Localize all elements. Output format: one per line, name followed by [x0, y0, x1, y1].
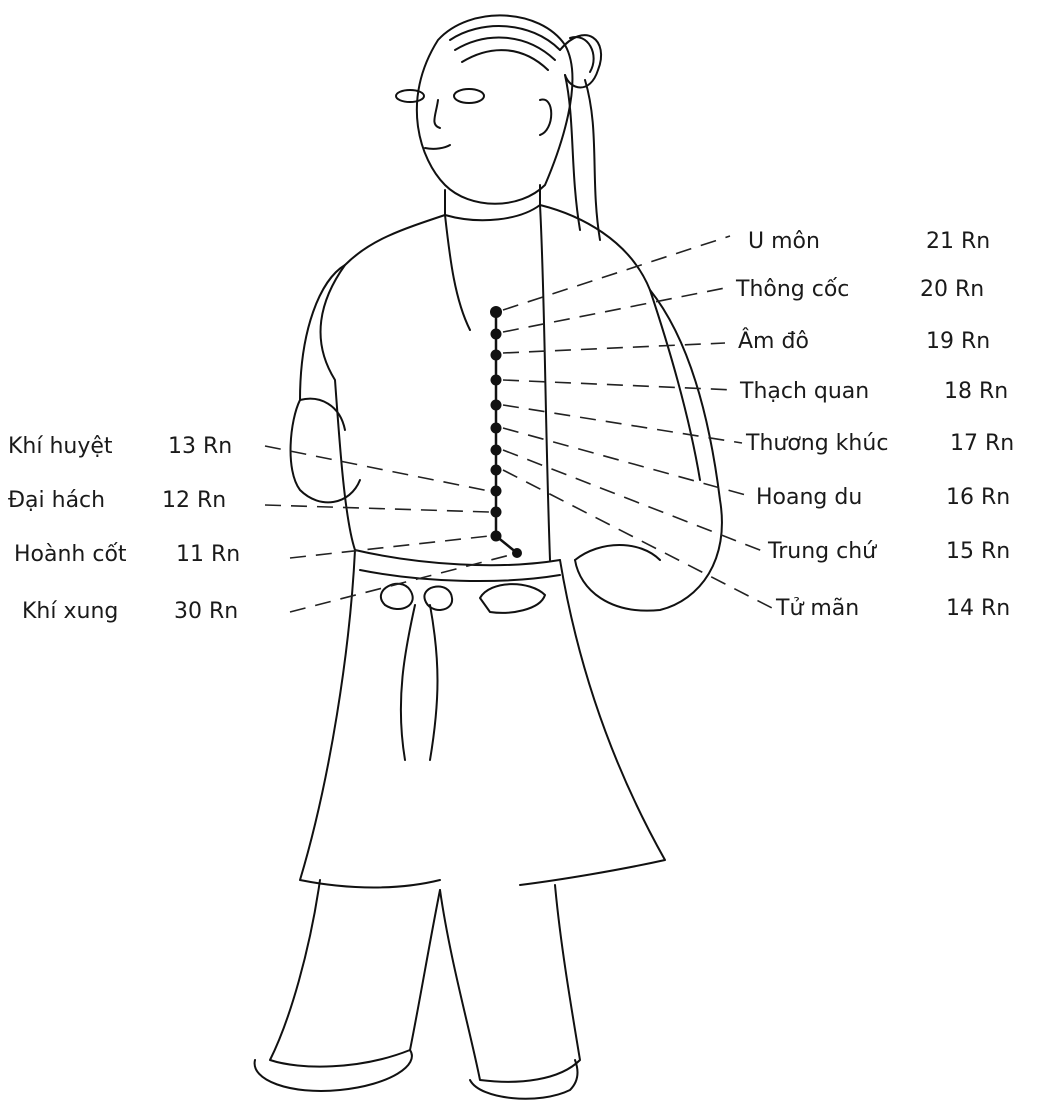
trousers-right-leg — [440, 885, 580, 1082]
label-name-thach-quan: Thạch quan — [739, 379, 869, 404]
leader-dai-hach — [265, 505, 489, 512]
right-shoe — [470, 1060, 577, 1099]
labels-left: Khí huyệt 13 Rn Đại hách 12 Rn Hoành cốt… — [8, 434, 240, 624]
collar — [445, 185, 540, 220]
leader-khi-huyet — [265, 446, 489, 491]
label-code-dai-hach: 12 Rn — [162, 488, 226, 513]
labels-right: U môn 21 Rn Thông cốc 20 Rn Âm đô 19 Rn … — [735, 229, 1014, 621]
acupoint-dot-18 — [491, 375, 502, 386]
belt-knot — [381, 584, 452, 610]
label-name-dai-hach: Đại hách — [8, 488, 105, 513]
mouth — [425, 145, 450, 149]
acupoint-dot-20 — [491, 329, 502, 340]
acupoint-dot-17 — [491, 400, 502, 411]
label-name-thuong-khuc: Thương khúc — [745, 431, 888, 456]
acupoint-dot-13 — [491, 486, 502, 497]
left-eye — [396, 90, 424, 102]
leader-trung-chu — [503, 450, 765, 552]
leader-am-do — [503, 343, 725, 353]
label-name-khi-huyet: Khí huyệt — [8, 434, 113, 459]
acupoint-dot-16 — [491, 423, 502, 434]
right-sleeve-cuff — [575, 545, 660, 560]
right-sleeve — [575, 290, 722, 611]
human-figure-drawing — [255, 15, 722, 1098]
leader-thong-coc — [503, 288, 725, 332]
label-name-tu-man: Tử mãn — [775, 596, 859, 621]
nose — [434, 100, 440, 128]
label-code-thong-coc: 20 Rn — [920, 277, 984, 302]
hair-strands — [450, 26, 560, 70]
leader-hoanh-cot — [290, 536, 489, 558]
label-code-thuong-khuc: 17 Rn — [950, 431, 1014, 456]
acupoint-dot-30 — [512, 548, 522, 558]
acupoint-dot-14 — [491, 465, 502, 476]
right-eye — [454, 89, 484, 103]
label-code-u-mon: 21 Rn — [926, 229, 990, 254]
acupoint-dot-12 — [491, 507, 502, 518]
leader-u-mon — [503, 236, 730, 310]
leader-khi-xung — [290, 555, 510, 612]
label-code-trung-chu: 15 Rn — [946, 539, 1010, 564]
label-code-khi-xung: 30 Rn — [174, 599, 238, 624]
label-code-am-do: 19 Rn — [926, 329, 990, 354]
label-code-thach-quan: 18 Rn — [944, 379, 1008, 404]
label-name-trung-chu: Trung chứ — [767, 539, 877, 564]
ear — [540, 100, 551, 135]
hand — [480, 584, 545, 613]
trousers-left-leg — [270, 880, 440, 1067]
belt — [355, 550, 560, 581]
label-code-tu-man: 14 Rn — [946, 596, 1010, 621]
leader-thach-quan — [503, 380, 735, 390]
acupoint-dot-15 — [491, 445, 502, 456]
acupoint-dot-11 — [491, 531, 502, 542]
label-name-hoang-du: Hoang du — [756, 485, 862, 510]
label-code-khi-huyet: 13 Rn — [168, 434, 232, 459]
sash-tails — [401, 605, 438, 760]
head-outline — [417, 15, 573, 203]
acupoint-dot-21 — [490, 306, 502, 318]
label-name-am-do: Âm đô — [738, 328, 809, 354]
acupoint-dot-19 — [491, 350, 502, 361]
label-name-thong-coc: Thông cốc — [735, 277, 849, 302]
left-shoe — [255, 1050, 412, 1091]
label-code-hoanh-cot: 11 Rn — [176, 542, 240, 567]
label-name-hoanh-cot: Hoành cốt — [14, 542, 127, 567]
label-name-u-mon: U môn — [748, 229, 820, 254]
label-code-hoang-du: 16 Rn — [946, 485, 1010, 510]
label-name-khi-xung: Khí xung — [22, 599, 118, 624]
robe-right-edge — [540, 205, 700, 480]
